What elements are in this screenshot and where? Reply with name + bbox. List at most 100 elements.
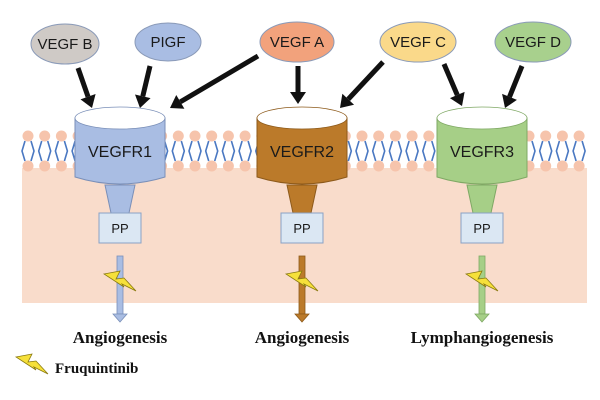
signal-arrow-head (474, 313, 490, 323)
outcome-label: Angiogenesis (73, 328, 168, 347)
ligand-vegf-c: VEGF C (379, 21, 457, 63)
lipid-head (206, 160, 218, 172)
ligand-label: VEGF A (270, 34, 324, 51)
ligand-ellipse (259, 21, 335, 63)
binding-arrow-vegf-c-to-vegfr2 (346, 60, 385, 101)
binding-arrow-vegf-a-to-vegfr1 (179, 53, 260, 105)
ligand-ellipse (379, 21, 457, 63)
lipid-tail (54, 140, 69, 162)
arrow-head (449, 91, 465, 106)
ligand-label: PIGF (150, 34, 185, 51)
lightning-bolt-icon (14, 353, 49, 375)
receptor-binding-cup (256, 106, 348, 130)
receptor-body (74, 117, 166, 185)
lipid-head (389, 130, 401, 142)
lipid-head (423, 160, 435, 172)
arrow-head (502, 93, 517, 108)
legend: Fruquintinib (14, 353, 138, 377)
lipid-head (55, 130, 67, 142)
lipid-tail (355, 140, 369, 162)
lipid-head (406, 160, 418, 172)
lipid-head (239, 130, 251, 142)
lipid-head (356, 130, 368, 142)
lipid-head (373, 160, 385, 172)
receptor-body (256, 117, 348, 185)
ligand-pigf: PIGF (134, 22, 202, 62)
arrow-head (340, 93, 355, 108)
ligand-label: VEGF D (505, 34, 561, 51)
lipid-tail (572, 140, 586, 162)
lipid-head (22, 130, 34, 142)
lipid-tail (388, 140, 403, 162)
lipid-head (406, 130, 418, 142)
fruquintinib-bolt-icon (464, 270, 499, 292)
ligand-label: VEGF B (37, 36, 92, 53)
pp-label: PP (473, 221, 490, 236)
lipid-head (189, 160, 201, 172)
lipid-head (239, 160, 251, 172)
lipid-head (39, 160, 51, 172)
lipid-head (39, 130, 51, 142)
ligand-vegf-a: VEGF A (259, 21, 335, 63)
lipid-head (356, 160, 368, 172)
lipid-head (573, 130, 585, 142)
lipid-tail (555, 140, 570, 162)
lipid-head (206, 130, 218, 142)
lipid-tail (204, 140, 219, 162)
lipid-head (556, 160, 568, 172)
pp-domain (460, 212, 504, 244)
lipid-head (389, 160, 401, 172)
arrow-head (134, 94, 151, 108)
lipid-head (373, 130, 385, 142)
pp-label: PP (111, 221, 128, 236)
ligand-vegf-d: VEGF D (494, 21, 572, 63)
lipid-tail (188, 140, 202, 162)
outcome-label: Angiogenesis (255, 328, 350, 347)
lipid-tail (371, 140, 386, 162)
binding-arrow-pigf-to-vegfr1 (140, 65, 153, 97)
signal-arrow-head (294, 313, 310, 323)
binding-arrow-vegf-b-to-vegfr1 (75, 67, 91, 98)
lipid-head (189, 130, 201, 142)
lipid-tail (421, 140, 436, 162)
pp-domain (280, 212, 324, 244)
lipid-head (172, 130, 184, 142)
arrow-head (290, 92, 306, 104)
fruquintinib-bolt-icon (102, 270, 137, 292)
binding-arrow-vegf-d-to-vegfr3 (507, 65, 525, 98)
ligand-label: VEGF C (390, 34, 446, 51)
lipid-head (423, 130, 435, 142)
fruquintinib-bolt-icon (14, 353, 49, 375)
lipid-tail (21, 140, 35, 162)
receptor-body (436, 117, 528, 185)
signal-arrow-head (112, 313, 128, 323)
pp-label: PP (293, 221, 310, 236)
lipid-head (222, 160, 234, 172)
receptor-label: VEGFR3 (450, 144, 514, 161)
lipid-head (172, 160, 184, 172)
lipid-head (540, 130, 552, 142)
outcome-label: Lymphangiogenesis (411, 328, 554, 347)
ligand-ellipse (30, 23, 100, 65)
lipid-tail (37, 140, 52, 162)
lipid-tail (405, 140, 419, 162)
lipid-head (556, 130, 568, 142)
lipid-tail (538, 140, 553, 162)
binding-arrow-vegf-c-to-vegfr3 (441, 63, 460, 96)
ligand-ellipse (494, 21, 572, 63)
lipid-head (22, 160, 34, 172)
legend-label: Fruquintinib (55, 361, 138, 377)
lipid-tail (171, 140, 186, 162)
ligand-ellipse (134, 22, 202, 62)
lipid-head (573, 160, 585, 172)
receptor-binding-cup (436, 106, 528, 130)
pp-domain (98, 212, 142, 244)
fruquintinib-bolt-icon (284, 270, 319, 292)
lipid-head (55, 160, 67, 172)
binding-arrows (75, 53, 525, 109)
lipid-head (540, 160, 552, 172)
